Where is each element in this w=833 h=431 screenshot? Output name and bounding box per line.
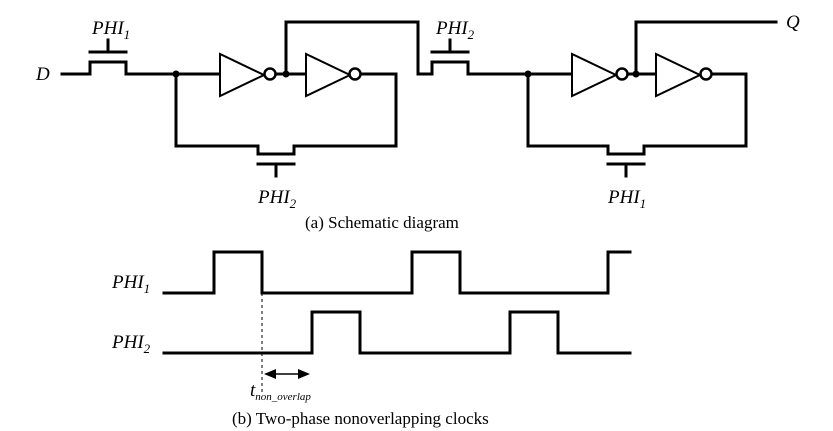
phi2-waveform bbox=[162, 310, 632, 355]
input-label-d: D bbox=[35, 64, 50, 85]
feedback-wire-1 bbox=[174, 72, 260, 156]
phi1-waveform bbox=[162, 250, 632, 295]
non-overlap-arrow bbox=[264, 369, 310, 379]
schematic: D PHI1 PHI2 bbox=[35, 12, 800, 232]
timing-caption: (b) Two-phase nonoverlapping clocks bbox=[232, 409, 489, 428]
pass-gate-phi1-input bbox=[88, 38, 178, 76]
pass-gate-phi2-feedback bbox=[256, 144, 398, 178]
feedback-wire-2 bbox=[526, 72, 610, 156]
output-label-q: Q bbox=[786, 12, 800, 33]
phi2-signal-label: PHI2 bbox=[111, 332, 151, 356]
pass-gate-4-label: PHI1 bbox=[607, 187, 646, 211]
output-wire bbox=[634, 20, 778, 76]
inverter-1 bbox=[219, 52, 277, 98]
pass-gate-3-label: PHI2 bbox=[435, 18, 475, 42]
inverter-3 bbox=[571, 52, 629, 98]
schematic-caption: (a) Schematic diagram bbox=[305, 213, 459, 232]
pass-gate-phi2-input bbox=[430, 38, 530, 76]
phi1-signal-label: PHI1 bbox=[111, 272, 150, 296]
inverter-4 bbox=[655, 52, 713, 98]
pass-gate-2-label: PHI2 bbox=[257, 187, 297, 211]
timing-diagram: PHI1 PHI2 tnon_overlap (b) Two-phase non… bbox=[111, 250, 632, 428]
pass-gate-phi1-feedback bbox=[606, 144, 748, 178]
stage-link-wire bbox=[284, 20, 434, 76]
pass-gate-1-label: PHI1 bbox=[91, 18, 130, 42]
inverter-2 bbox=[305, 52, 362, 98]
non-overlap-label: tnon_overlap bbox=[250, 380, 311, 403]
